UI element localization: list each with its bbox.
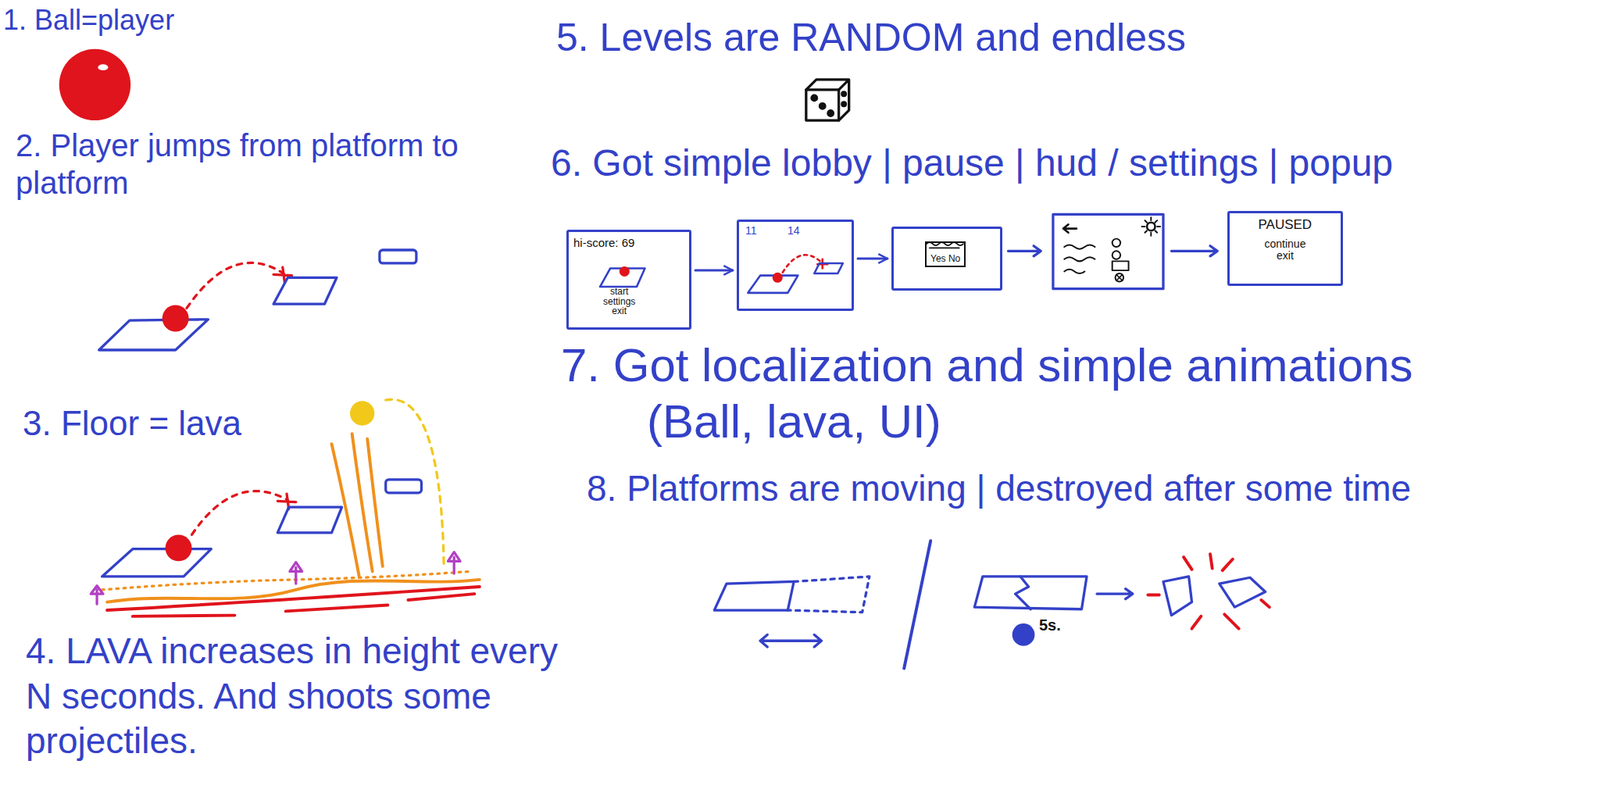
dice-icon — [828, 110, 834, 117]
popup-screen: Yes No — [891, 226, 1003, 291]
dice-icon — [842, 102, 847, 107]
jump-sketch — [186, 262, 284, 308]
screen-sketches — [1112, 260, 1129, 271]
platform-sketch — [1096, 589, 1133, 600]
pause-options: continue exit — [1264, 238, 1307, 261]
player-ball — [59, 49, 131, 121]
dice-icon — [842, 92, 847, 97]
player-ball — [59, 49, 131, 121]
lava-sketch — [192, 491, 289, 536]
screen-sketches — [1116, 274, 1123, 281]
screen-sketches — [1112, 250, 1121, 259]
flow-arrow — [857, 257, 888, 261]
lava-sketch — [165, 534, 193, 561]
platform-sketch — [903, 540, 931, 668]
lava-sketch — [350, 400, 375, 425]
dice-icon — [806, 79, 850, 121]
feature-note: 1. Ball=player — [3, 3, 175, 37]
hud-counter: 11 — [745, 225, 758, 237]
feature-note: 7. Got localization and simple animation… — [560, 337, 1460, 450]
screen-sketches — [814, 263, 843, 274]
screen-sketches — [929, 247, 960, 250]
screen-sketches — [1112, 239, 1121, 247]
high-score: hi-score: 69 — [573, 236, 635, 250]
hud-counter: 14 — [787, 225, 800, 237]
feature-note: 6. Got simple lobby | pause | hud / sett… — [550, 140, 1393, 186]
pause-title: PAUSED — [1258, 217, 1313, 233]
platform-sketch — [714, 540, 1270, 668]
platform-sketch — [1219, 577, 1266, 608]
screen-sketches — [1171, 246, 1218, 257]
menu-options: start settings exit — [603, 286, 636, 317]
feature-note: 8. Platforms are moving | destroyed afte… — [586, 467, 1411, 511]
feature-note: 4. LAVA increases in height every N seco… — [25, 628, 589, 765]
lava-sketch — [385, 399, 444, 567]
screen-sketches — [600, 214, 1218, 293]
platform-sketch — [787, 576, 869, 613]
screen-sketches — [619, 266, 630, 277]
feature-note: 5. Levels are RANDOM and endless — [556, 14, 1186, 61]
screen-sketches — [1146, 222, 1155, 231]
hud-screen: 11 14 — [736, 219, 854, 311]
screen-sketches — [1007, 246, 1041, 257]
dialog-buttons: Yes No — [925, 241, 966, 268]
screen-sketches — [1064, 244, 1095, 274]
platform-sketch — [974, 576, 1087, 610]
jump-sketch — [99, 319, 209, 350]
lava-sketch — [277, 507, 342, 533]
screen-sketches — [772, 272, 783, 283]
player-ball — [97, 64, 108, 71]
jump-sketch — [162, 305, 190, 333]
jump-sketch — [273, 277, 337, 304]
platform-sketch — [1163, 576, 1193, 616]
flow-arrow — [695, 269, 733, 272]
lava-sketch — [132, 593, 475, 617]
lava-sketch — [331, 433, 383, 577]
pause-screen: PAUSED continue exit — [1227, 210, 1343, 286]
dice-icon — [806, 79, 850, 121]
platform-sketch — [1012, 623, 1036, 647]
jump-sketch — [99, 250, 417, 350]
screen-sketches — [1063, 224, 1077, 233]
screen-sketches — [1053, 214, 1164, 289]
feature-note: 3. Floor = lava — [22, 403, 242, 445]
screen-sketches — [1142, 217, 1161, 236]
lava-sketch — [90, 585, 104, 605]
feature-note: 2. Player jumps from platform to platfor… — [15, 126, 469, 202]
platform-sketch — [760, 634, 822, 647]
lava-sketch — [385, 479, 422, 493]
lava-sketch — [289, 562, 303, 584]
platform-sketch — [1015, 576, 1032, 610]
timer-label: 5s. — [1039, 615, 1061, 635]
screen-sketches — [1115, 273, 1124, 282]
jump-sketch — [379, 250, 417, 264]
dice-icon — [811, 95, 818, 101]
platform-sketch — [714, 581, 794, 611]
lobby-screen: hi-score: 69 start settings exit — [566, 229, 692, 330]
dice-icon — [806, 89, 840, 121]
lava-sketch — [102, 549, 212, 577]
lava-sketch — [447, 552, 461, 574]
dice-icon — [819, 103, 825, 110]
jump-sketch — [273, 267, 293, 283]
platform-sketch — [1147, 553, 1269, 629]
